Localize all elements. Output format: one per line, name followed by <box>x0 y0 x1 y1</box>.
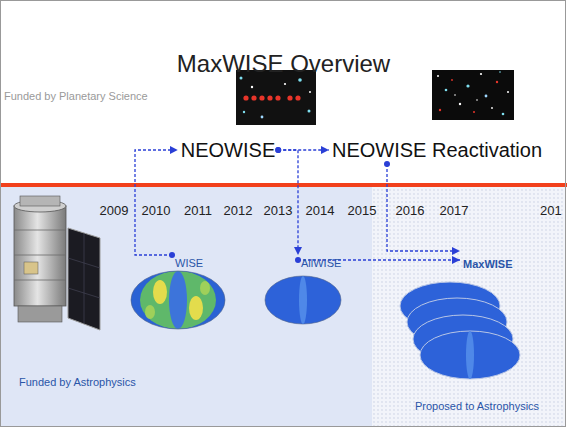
funding-band: Funded by Astrophysics WISE AllWISE <box>1 187 372 426</box>
asteroid-image <box>236 70 316 125</box>
node-text: Proposed to Astrophysics <box>415 400 539 412</box>
year-label: 2011 <box>184 203 212 218</box>
year-label: 2016 <box>396 203 425 218</box>
dashed-arrow <box>278 150 298 255</box>
starfield-image <box>432 70 514 120</box>
year-label: 201 <box>540 203 562 218</box>
node-text: MaxWISE <box>460 256 516 273</box>
band-fill <box>372 187 566 426</box>
dashed-arrow <box>135 150 178 255</box>
year-label: 2010 <box>142 203 171 218</box>
sky-map <box>265 276 341 324</box>
satellite-illustration <box>14 196 100 330</box>
node-text: NEOWISE <box>178 136 278 164</box>
node-text: NEOWISE Reactivation <box>329 136 545 164</box>
node-text: AllWISE <box>298 255 344 272</box>
year-label: 2015 <box>348 203 377 218</box>
funding-note: Funded by Planetary Science <box>4 90 148 102</box>
mission-label: NEOWISE Reactivation <box>329 136 545 164</box>
node-text: Funded by Astrophysics <box>19 376 136 388</box>
sky-map-stack <box>400 282 520 379</box>
slide-title: MaxWISE Overview <box>0 50 567 78</box>
year-label: 2009 <box>100 203 129 218</box>
node-text: WISE <box>172 255 206 272</box>
year-label: 2012 <box>224 203 253 218</box>
year-label: 2014 <box>306 203 335 218</box>
year-label: 2017 <box>440 203 469 218</box>
mission-label: NEOWISE <box>178 136 278 164</box>
timeline-bar <box>0 183 567 187</box>
sky-map <box>130 270 226 330</box>
band-fill <box>1 187 372 426</box>
year-label: 2013 <box>264 203 293 218</box>
funding-band: Proposed to Astrophysics MaxWISE <box>372 187 566 426</box>
